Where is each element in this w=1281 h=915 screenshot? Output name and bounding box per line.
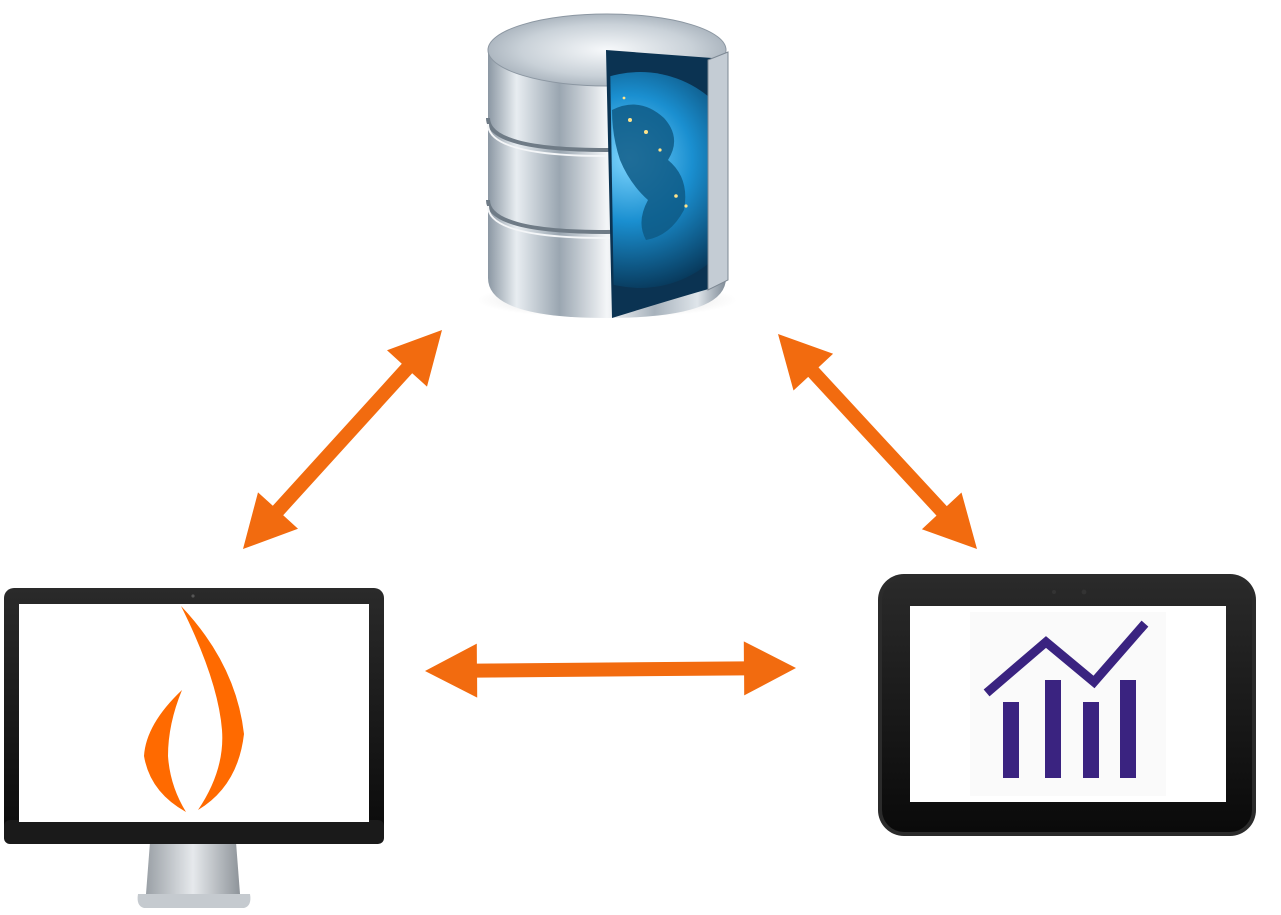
desktop-node: [4, 588, 384, 908]
database-node: [477, 13, 737, 318]
arrow-database-tablet: [778, 334, 977, 549]
bar-chart-trend-icon: [970, 612, 1166, 796]
tablet-icon: [878, 574, 1256, 836]
database-globe-icon: [486, 13, 729, 318]
flame-logo-icon: [144, 606, 244, 812]
arrow-desktop-database: [243, 330, 442, 549]
connection-arrows: [243, 330, 977, 698]
tablet-node: [878, 574, 1256, 836]
monitor-icon: [4, 588, 384, 908]
arrow-desktop-tablet: [425, 641, 796, 698]
